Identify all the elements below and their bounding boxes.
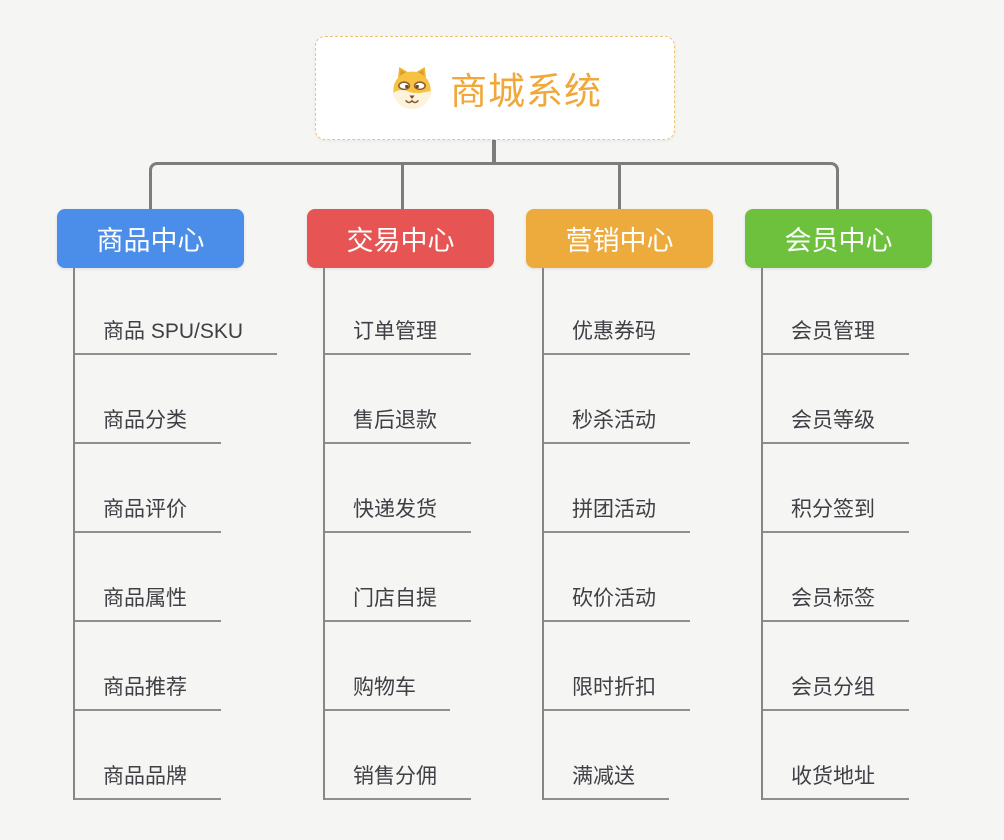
branch-trunk-line <box>542 268 544 800</box>
leaf-node[interactable]: 商品分类 <box>73 406 221 444</box>
leaf-node[interactable]: 收货地址 <box>761 762 909 800</box>
leaf-node[interactable]: 会员等级 <box>761 406 909 444</box>
leaf-node[interactable]: 拼团活动 <box>542 495 690 533</box>
leaf-node[interactable]: 商品 SPU/SKU <box>73 317 278 355</box>
leaf-node[interactable]: 订单管理 <box>323 317 471 355</box>
root-connector-line <box>492 139 496 164</box>
leaf-node[interactable]: 商品品牌 <box>73 762 221 800</box>
leaf-node[interactable]: 购物车 <box>323 673 450 711</box>
leaf-node[interactable]: 售后退款 <box>323 406 471 444</box>
leaf-node[interactable]: 优惠券码 <box>542 317 690 355</box>
leaf-node[interactable]: 砍价活动 <box>542 584 690 622</box>
dog-face-icon <box>388 64 436 112</box>
branch-children-trade-center: 订单管理 售后退款 快递发货 门店自提 购物车 销售分佣 <box>323 268 471 800</box>
leaf-node[interactable]: 积分签到 <box>761 495 909 533</box>
leaf-node[interactable]: 限时折扣 <box>542 673 690 711</box>
root-title: 商城系统 <box>450 71 602 112</box>
branch-trunk-line <box>761 268 763 800</box>
leaf-node[interactable]: 会员分组 <box>761 673 909 711</box>
leaf-node[interactable]: 销售分佣 <box>323 762 471 800</box>
leaf-node[interactable]: 门店自提 <box>323 584 471 622</box>
branch-children-marketing-center: 优惠券码 秒杀活动 拼团活动 砍价活动 限时折扣 满减送 <box>542 268 690 800</box>
connector-corner-left <box>149 162 163 209</box>
branch-children-product-center: 商品 SPU/SKU 商品分类 商品评价 商品属性 商品推荐 商品品牌 <box>73 268 278 800</box>
connector-horizontal-bar <box>157 162 831 165</box>
connector-corner-right <box>825 162 839 209</box>
connector-stem-branch-3 <box>618 162 621 209</box>
leaf-node[interactable]: 秒杀活动 <box>542 406 690 444</box>
branch-node-marketing-center[interactable]: 营销中心 <box>526 209 713 268</box>
branch-trunk-line <box>323 268 325 800</box>
leaf-node[interactable]: 会员管理 <box>761 317 909 355</box>
branch-node-trade-center[interactable]: 交易中心 <box>307 209 494 268</box>
branch-node-product-center[interactable]: 商品中心 <box>57 209 244 268</box>
leaf-node[interactable]: 会员标签 <box>761 584 909 622</box>
leaf-node[interactable]: 满减送 <box>542 762 669 800</box>
leaf-node[interactable]: 商品属性 <box>73 584 221 622</box>
branch-children-member-center: 会员管理 会员等级 积分签到 会员标签 会员分组 收货地址 <box>761 268 909 800</box>
root-node[interactable]: 商城系统 <box>315 36 675 140</box>
branch-node-member-center[interactable]: 会员中心 <box>745 209 932 268</box>
leaf-node[interactable]: 快递发货 <box>323 495 471 533</box>
connector-stem-branch-2 <box>401 162 404 209</box>
leaf-node[interactable]: 商品推荐 <box>73 673 221 711</box>
leaf-node[interactable]: 商品评价 <box>73 495 221 533</box>
branch-trunk-line <box>73 268 75 800</box>
